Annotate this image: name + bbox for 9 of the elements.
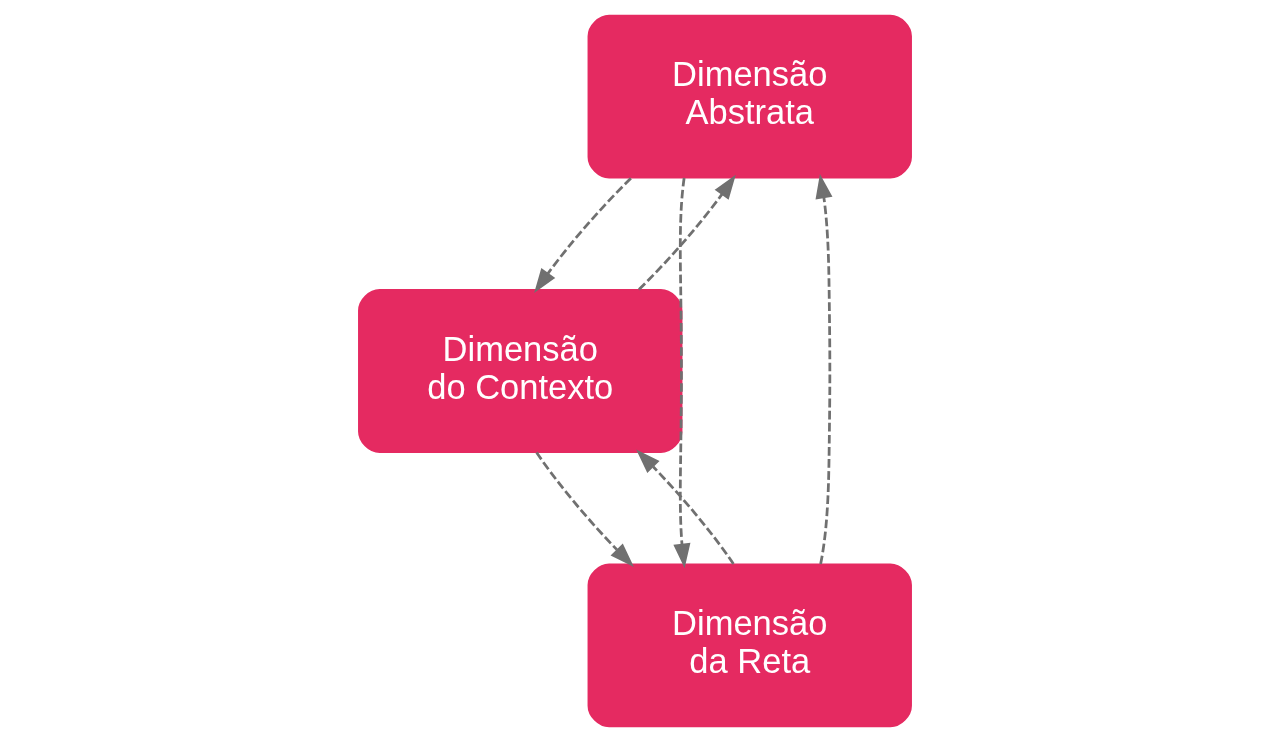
arrow — [635, 449, 735, 565]
node-box: Dimensão do Contexto — [357, 289, 682, 453]
node-box: Dimensão Abstrata — [587, 14, 912, 179]
arrow — [533, 177, 632, 293]
arrow — [672, 177, 690, 569]
arrow — [815, 173, 832, 565]
arrow — [637, 174, 736, 291]
node-box: Dimensão da Reta — [587, 563, 912, 728]
arrow — [535, 451, 634, 567]
